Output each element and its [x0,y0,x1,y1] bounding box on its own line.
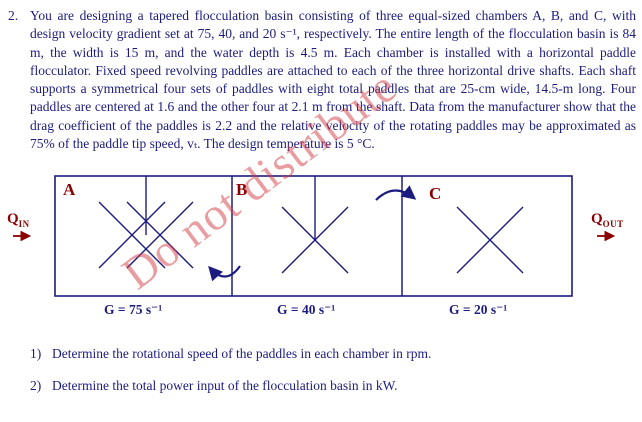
problem-number: 2. [8,8,19,23]
q-in-symbol: Q [7,211,19,227]
q-in-subscript: IN [18,219,30,229]
paddle-x-icon-a [98,176,194,269]
question-item-1: 1) Determine the rotational speed of the… [30,346,431,362]
question-number: 1) [30,346,42,361]
basin-diagram [54,175,573,297]
problem-text: You are designing a tapered flocculation… [30,8,636,152]
flow-out-arrow-icon [597,231,616,241]
question-number: 2) [30,378,42,393]
chamber-label-a: A [63,180,76,199]
rotation-arrow-icon-top [375,185,417,201]
chamber-label-c: C [429,184,442,203]
rotation-arrow-icon-bottom [208,265,241,282]
chamber-label-b: B [236,180,248,199]
question-text: Determine the rotational speed of the pa… [52,346,432,361]
g-label-chamber-a: G = 75 s⁻¹ [104,302,163,317]
q-out-subscript: OUT [602,219,624,229]
question-item-2: 2) Determine the total power input of th… [30,378,398,394]
g-label-chamber-c: G = 20 s⁻¹ [449,302,508,317]
problem-statement: 2. You are designing a tapered flocculat… [8,7,636,153]
basin-outline [54,175,573,297]
q-out-label: QOUT [591,212,624,232]
question-text: Determine the total power input of the f… [52,378,398,393]
flow-in-arrow-icon [13,231,32,241]
q-in-label: QIN [7,212,30,232]
paddle-x-icon-b [281,176,349,274]
q-out-symbol: Q [591,211,603,227]
paddle-x-icon-c [456,206,524,274]
g-label-chamber-b: G = 40 s⁻¹ [277,302,336,317]
